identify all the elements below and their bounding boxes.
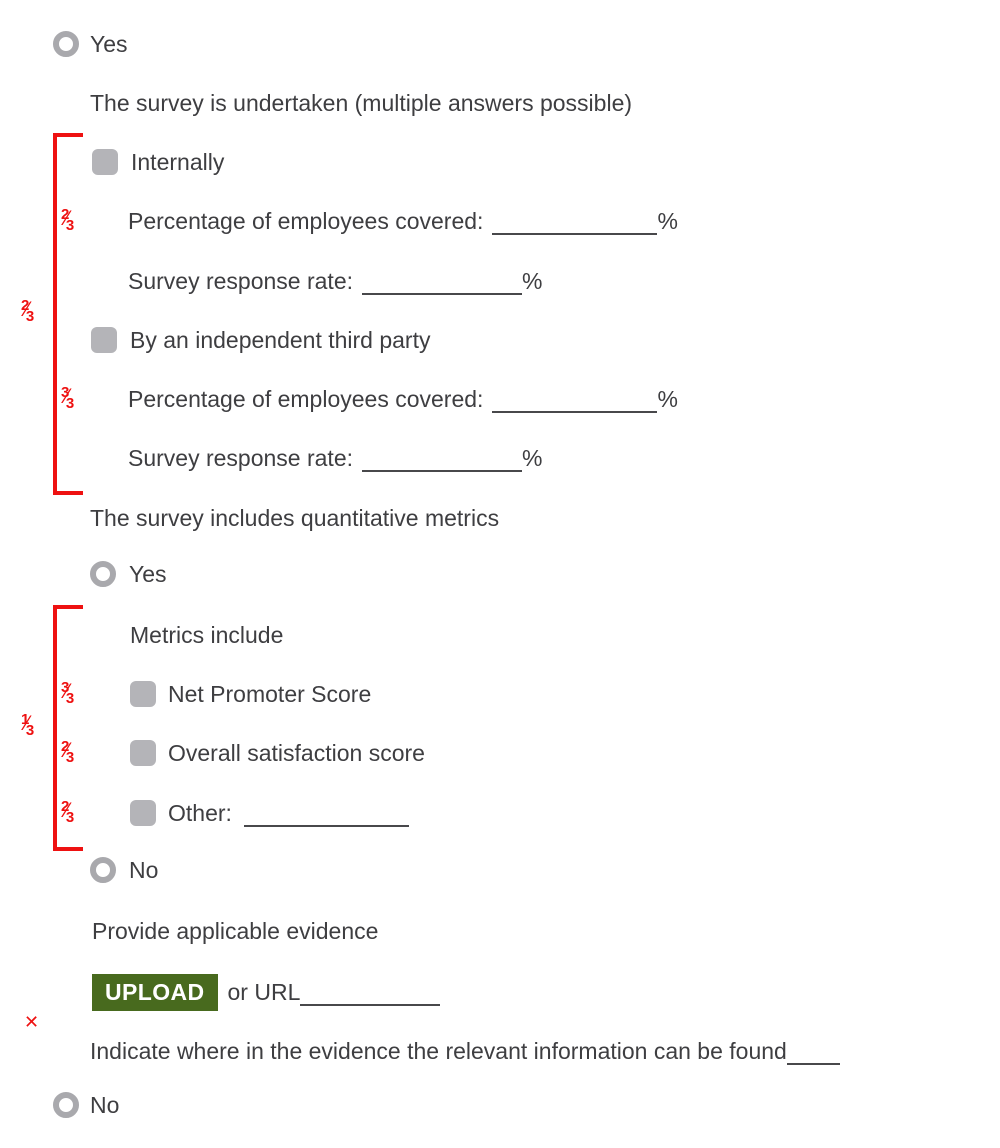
prompt-survey-undertaken: The survey is undertaken (multiple answe… — [90, 89, 633, 116]
checkbox-net-promoter[interactable] — [130, 681, 156, 707]
radio-metrics-yes[interactable] — [90, 561, 116, 587]
percent-sign: % — [522, 267, 543, 294]
fraction-slash: ⁄ — [65, 207, 69, 230]
pct-covered-input-line-2[interactable] — [492, 399, 658, 413]
fraction-score-b1-row2: 3⁄3 — [61, 384, 75, 412]
response-rate-input-line-2[interactable] — [362, 458, 523, 472]
percent-sign: % — [657, 385, 678, 412]
checkbox-satisfaction-label: Overall satisfaction score — [168, 739, 425, 766]
field-row-pct-covered-2: Percentage of employees covered: % — [128, 384, 678, 414]
annotation-bracket-1 — [53, 133, 83, 495]
prompt-quantitative-metrics: The survey includes quantitative metrics — [90, 504, 500, 531]
option-row-internally: Internally — [92, 147, 224, 177]
option-row-no-bottom: No — [53, 1090, 119, 1120]
fraction-score-b2-row2: 2⁄3 — [61, 738, 75, 766]
checkbox-third-party-label: By an independent third party — [130, 326, 431, 353]
x-mark-icon: ✕ — [24, 1012, 40, 1032]
fraction-score-b2-row1: 3⁄3 — [61, 679, 75, 707]
option-row-metrics-yes: Yes — [90, 559, 167, 589]
checkbox-third-party[interactable] — [91, 327, 117, 353]
checkbox-internally-label: Internally — [131, 148, 225, 175]
checkbox-other[interactable] — [130, 800, 156, 826]
field-row-pct-covered-1: Percentage of employees covered: % — [128, 206, 678, 236]
response-rate-label: Survey response rate: — [128, 267, 354, 294]
pct-covered-label: Percentage of employees covered: — [128, 207, 484, 234]
upload-button[interactable]: UPLOAD — [92, 973, 218, 1011]
label-metrics-include: Metrics include — [130, 621, 284, 648]
radio-metrics-no-label: No — [129, 856, 159, 883]
fraction-score-b2-outer: 1⁄3 — [21, 711, 35, 739]
fraction-slash: ⁄ — [25, 712, 29, 735]
fraction-score-b2-row3: 2⁄3 — [61, 798, 75, 826]
response-rate-label: Survey response rate: — [128, 444, 354, 471]
fraction-slash: ⁄ — [65, 680, 69, 703]
radio-yes-top[interactable] — [53, 31, 79, 57]
option-row-net-promoter: Net Promoter Score — [130, 679, 371, 709]
evidence-location-input-line[interactable] — [786, 1051, 840, 1065]
annotation-bracket-2 — [53, 605, 83, 851]
radio-no-bottom-label: No — [90, 1091, 120, 1118]
option-row-metrics-no: No — [90, 855, 158, 885]
fraction-slash: ⁄ — [65, 739, 69, 762]
fraction-slash: ⁄ — [65, 799, 69, 822]
fraction-score-b1-row1: 2⁄3 — [61, 206, 75, 234]
pct-covered-input-line-1[interactable] — [492, 221, 658, 235]
fraction-slash: ⁄ — [65, 385, 69, 408]
percent-sign: % — [522, 444, 543, 471]
pct-covered-label: Percentage of employees covered: — [128, 385, 484, 412]
checkbox-other-label: Other: — [168, 799, 232, 826]
option-row-yes-top: Yes — [53, 29, 128, 59]
other-input-line[interactable] — [243, 813, 409, 827]
checkbox-internally[interactable] — [92, 149, 118, 175]
prompt-provide-evidence: Provide applicable evidence — [92, 917, 379, 944]
response-rate-input-line-1[interactable] — [362, 281, 523, 295]
checkbox-net-promoter-label: Net Promoter Score — [168, 680, 372, 707]
field-row-response-rate-2: Survey response rate: % — [128, 443, 542, 473]
radio-yes-top-label: Yes — [90, 30, 128, 57]
radio-metrics-yes-label: Yes — [129, 560, 167, 587]
option-row-third-party: By an independent third party — [91, 325, 430, 355]
url-input-line[interactable] — [300, 992, 441, 1006]
or-url-label: or URL — [227, 978, 301, 1005]
field-row-evidence-location: Indicate where in the evidence the relev… — [90, 1036, 840, 1066]
indicate-evidence-label: Indicate where in the evidence the relev… — [90, 1037, 787, 1064]
radio-metrics-no[interactable] — [90, 857, 116, 883]
radio-no-bottom[interactable] — [53, 1092, 79, 1118]
fraction-score-b1-outer: 2⁄3 — [21, 297, 35, 325]
option-row-satisfaction: Overall satisfaction score — [130, 738, 425, 768]
fraction-slash: ⁄ — [25, 298, 29, 321]
percent-sign: % — [657, 207, 678, 234]
checkbox-satisfaction[interactable] — [130, 740, 156, 766]
field-row-response-rate-1: Survey response rate: % — [128, 266, 542, 296]
option-row-other: Other: — [130, 798, 409, 828]
evidence-upload-row: UPLOAD or URL — [92, 972, 441, 1012]
